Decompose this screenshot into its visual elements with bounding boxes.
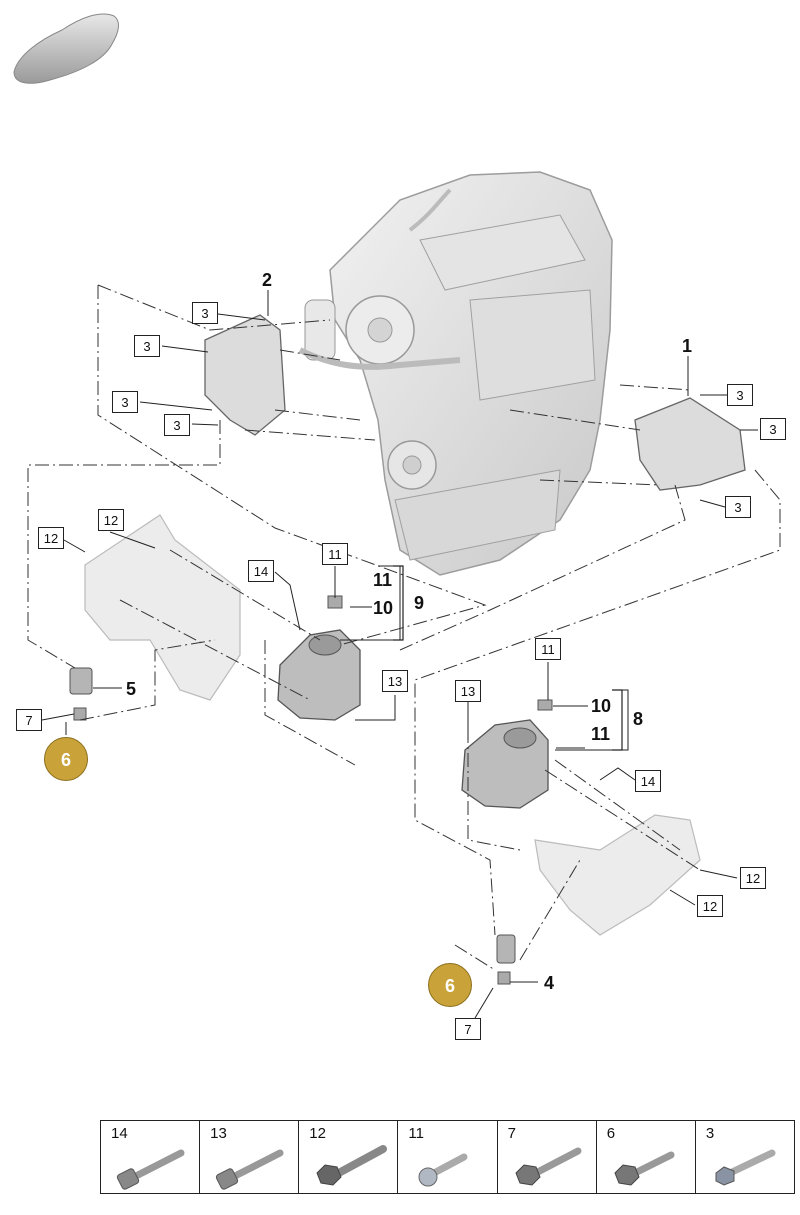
part-number-5: 5 [126, 679, 137, 699]
flange-bolt-icon [216, 1149, 284, 1190]
engine-mount-right [461, 699, 553, 809]
callout-bolt-3: 3 [760, 418, 786, 440]
badge-part-6: 6 [44, 737, 88, 781]
callout-bolt-14: 14 [248, 560, 274, 582]
part-number-8: 8 [633, 709, 644, 729]
part-number-11: 11 [373, 570, 393, 590]
callout-bolt-11: 11 [322, 543, 348, 565]
callout-bolt-3: 3 [164, 414, 190, 436]
assembly-lines [27, 284, 781, 971]
car-silhouette-icon [13, 13, 119, 84]
legend-cell-14: 14 [101, 1121, 201, 1193]
legend-cell-13: 13 [200, 1121, 300, 1193]
legend-number: 12 [309, 1125, 326, 1142]
callout-bolt-11: 11 [535, 638, 561, 660]
callout-bolt-3: 3 [725, 496, 751, 518]
callout-bolt-3: 3 [727, 384, 753, 406]
callout-bolt-13: 13 [455, 680, 481, 702]
legend-cell-12: 12 [299, 1121, 399, 1193]
part-number-1: 1 [682, 336, 693, 356]
subframe-bracket-left [84, 514, 241, 701]
part-number-11: 11 [591, 724, 611, 744]
engine-bracket-left [204, 314, 286, 436]
part-number-10: 10 [373, 598, 394, 618]
support-4 [496, 934, 516, 985]
torx-bolt-icon [715, 1149, 776, 1186]
legend-number: 6 [606, 1125, 616, 1142]
engine-bracket-right [634, 397, 746, 491]
hex-bolt-medium-icon [614, 1151, 675, 1186]
leader-lines [41, 290, 758, 1019]
legend-cell-7: 7 [498, 1121, 597, 1193]
callout-bolt-3: 3 [112, 391, 138, 413]
legend-cell-11: 11 [398, 1121, 498, 1193]
part-number-4: 4 [544, 973, 555, 993]
group-bracket-8 [612, 689, 623, 751]
callout-bolt-12: 12 [740, 867, 766, 889]
flange-bolt-long-icon [116, 1149, 185, 1190]
part-number-9: 9 [414, 593, 425, 613]
part-number-10: 10 [591, 696, 612, 716]
part-number-2: 2 [262, 270, 273, 290]
legend-number: 11 [408, 1125, 424, 1142]
callout-bolt-12: 12 [38, 527, 64, 549]
group-bracket-9 [393, 565, 404, 641]
callout-bolt-14: 14 [635, 770, 661, 792]
callout-bolt-3: 3 [134, 335, 160, 357]
callout-bolt-7: 7 [455, 1018, 481, 1040]
hex-bolt-icon [514, 1147, 582, 1186]
hex-bolt-large-icon [316, 1145, 388, 1186]
callout-bolt-12: 12 [98, 509, 124, 531]
legend-number: 7 [507, 1125, 516, 1142]
callout-bolt-7: 7 [16, 709, 42, 731]
support-5 [69, 667, 93, 721]
torx-bolt-short-icon [418, 1153, 468, 1187]
subframe-bracket-right [534, 814, 701, 936]
legend-cell-6: 6 [597, 1121, 696, 1193]
fastener-legend: 14 13 12 11 7 6 [100, 1120, 795, 1194]
legend-number: 13 [210, 1125, 227, 1142]
legend-cell-3: 3 [696, 1121, 794, 1193]
badge-part-6: 6 [428, 963, 472, 1007]
callout-bolt-13: 13 [382, 670, 408, 692]
legend-number: 14 [111, 1125, 128, 1142]
engine-block [298, 171, 613, 576]
legend-number: 3 [705, 1125, 715, 1142]
engine-mount-left [277, 595, 361, 721]
callout-bolt-12: 12 [697, 895, 723, 917]
callout-bolt-3: 3 [192, 302, 218, 324]
